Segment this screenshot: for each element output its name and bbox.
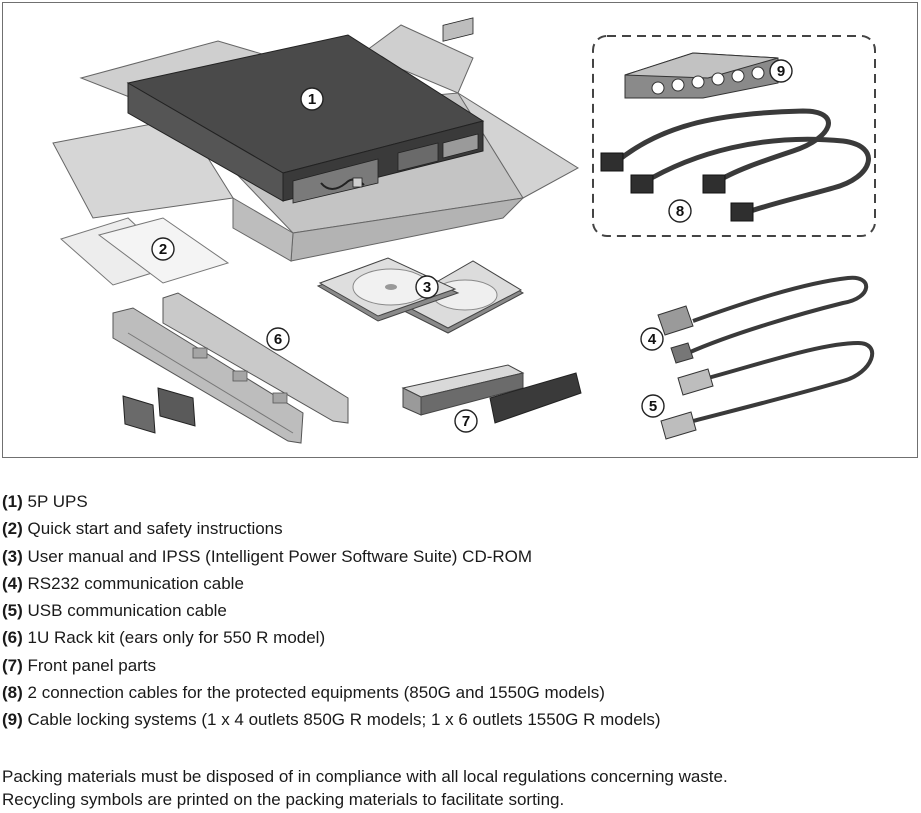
svg-text:2: 2 [159,241,167,258]
part-description: RS232 communication cable [27,573,244,593]
list-item: (6) 1U Rack kit (ears only for 550 R mod… [2,624,661,651]
list-item: (3) User manual and IPSS (Intelligent Po… [2,543,661,570]
callout-9: 9 [769,59,793,83]
box-with-ups [52,17,579,262]
quick-start-papers [60,217,230,286]
part-description: 5P UPS [27,492,88,511]
rs232-cable [657,275,869,364]
callout-7: 7 [454,409,478,433]
svg-text:3: 3 [423,279,431,296]
connection-cables [600,108,871,222]
part-number: (5) [2,601,23,621]
callout-1: 1 [300,87,324,111]
parts-list: (1) 5P UPS (2) Quick start and safety in… [2,488,661,734]
svg-text:7: 7 [462,413,470,430]
part-description: Front panel parts [27,655,157,675]
svg-text:1: 1 [308,91,316,108]
disposal-note-line-1: Packing materials must be disposed of in… [2,767,728,786]
part-number: (3) [2,546,23,566]
svg-text:9: 9 [777,63,785,80]
usb-cable [660,340,875,440]
callout-5: 5 [641,394,665,418]
svg-text:5: 5 [649,398,657,415]
part-description: Cable locking systems (1 x 4 outlets 850… [27,710,661,730]
list-item: (1) 5P UPS [2,488,661,515]
part-description: 1U Rack kit (ears only for 550 R model) [27,628,326,648]
part-description: Quick start and safety instructions [27,519,283,539]
callout-8: 8 [668,199,692,223]
callout-3: 3 [415,275,439,299]
part-description: User manual and IPSS (Intelligent Power … [27,546,533,566]
part-number: (4) [2,573,23,593]
part-number: (8) [2,683,23,703]
part-description: USB communication cable [27,601,227,621]
disposal-note-line-2: Recycling symbols are printed on the pac… [2,790,565,809]
package-contents-illustration: 1 2 3 4 5 6 7 8 [2,2,918,458]
svg-text:6: 6 [274,331,282,348]
accessory-group-outline [592,35,876,237]
part-description: 2 connection cables for the protected eq… [27,683,605,703]
list-item: (8) 2 connection cables for the protecte… [2,679,661,706]
callout-4: 4 [640,327,664,351]
part-number: (2) [2,519,23,539]
part-number: (7) [2,655,23,675]
part-number: (1) [2,492,23,511]
list-item: (7) Front panel parts [2,652,661,679]
list-item: (9) Cable locking systems (1 x 4 outlets… [2,706,661,733]
illustration-svg: 1 2 3 4 5 6 7 8 [52,17,876,444]
callout-2: 2 [151,237,175,261]
front-panel-parts [401,364,582,424]
cable-locking-system [624,52,779,99]
list-item: (4) RS232 communication cable [2,570,661,597]
list-item: (2) Quick start and safety instructions [2,515,661,542]
cd-rom-cases [316,257,525,334]
part-number: (6) [2,628,23,648]
rack-kit [112,292,349,444]
svg-text:8: 8 [676,203,684,220]
disposal-note: Packing materials must be disposed of in… [2,765,728,811]
list-item: (5) USB communication cable [2,597,661,624]
part-number: (9) [2,710,23,730]
svg-text:4: 4 [648,331,657,348]
callout-6: 6 [266,327,290,351]
